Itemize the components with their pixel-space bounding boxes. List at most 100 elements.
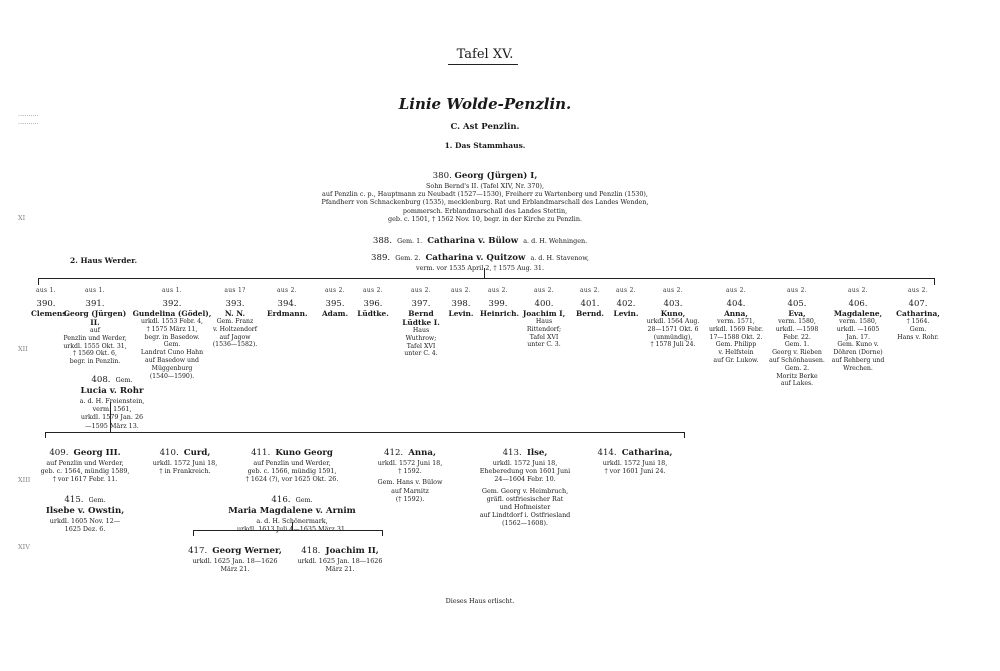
person-detail: † 1575 März 11, [146, 325, 198, 333]
aus-label: aus 2. [363, 287, 383, 294]
person-detail: auf Penzlin und Werder, [46, 459, 124, 467]
page-title: Linie Wolde-Penzlin. [398, 95, 572, 113]
branch-heading: C. Ast Penzlin. [450, 122, 520, 132]
person-detail: auf Lindtdorf i. Ostfriesland [479, 511, 571, 520]
person-number: 398. [451, 299, 471, 309]
person-detail: 24—1604 Febr. 10. [494, 475, 556, 484]
person-detail: † vor 1601 Juni 24. [604, 467, 666, 476]
person-detail: Jan. 17. [846, 333, 870, 341]
ggrandchild-418: 418. Joachim II, urkdl. 1625 Jan. 18—162… [290, 538, 390, 573]
person-detail: geb. c. 1566, mündig 1591, [247, 467, 337, 476]
person-detail: v. Helfstein [718, 349, 754, 357]
person-detail: a. d. H. Freienstein, [79, 397, 145, 405]
person-detail: auf Marnitz [391, 486, 429, 495]
person-detail: Gem. [163, 341, 181, 349]
person-detail: Wrechen. [843, 364, 873, 372]
aus-label: aus 2. [616, 287, 636, 294]
aus-label: aus 2. [580, 287, 600, 294]
person-detail: Landrat Cuno Hahn [140, 349, 204, 357]
plate-label: Tafel XV. [456, 47, 514, 62]
person-detail: verm. 1580, [778, 318, 816, 325]
person-detail: Gem. Georg v. Heimbruch, [481, 486, 569, 495]
child-407: 407.Catharina,† 1564.Gem.Hans v. Rohr. [896, 299, 940, 341]
person-name: Georg Werner, [212, 546, 282, 556]
person-name: Georg (Jürgen) II. [63, 309, 127, 327]
person-detail: Gem. [295, 495, 313, 504]
root-person: 380. Georg (Jürgen) I, Sohn Bernd's II. … [250, 171, 720, 223]
grandchild-413: 413. Ilse, urkdl. 1572 Juni 18, Ehebered… [455, 440, 595, 528]
person-detail: (1540—1590). [149, 372, 195, 380]
plate-underline [448, 64, 518, 65]
grandchildren-bracket [45, 432, 685, 433]
person-detail: † 1624 (?), vor 1625 Okt. 26. [245, 475, 339, 484]
person-detail: a. d. H. Wehningen. [523, 237, 588, 245]
aus-label: aus 1. [162, 287, 182, 294]
person-name: Georg (Jürgen) I, [454, 171, 538, 181]
person-detail: urkdl. 1605 Nov. 12— [49, 516, 121, 525]
person-number: 389. [371, 253, 391, 263]
aus-label: aus 2. [726, 287, 746, 294]
grandchild-410: 410. Curd, urkdl. 1572 Juni 18, † in Fra… [140, 440, 230, 475]
person-detail: geb. c. 1501, † 1562 Nov. 10, begr. in d… [387, 214, 582, 223]
person-detail: urkdl. 1553 Febr. 4, [141, 318, 203, 325]
person-detail: († 1592). [395, 494, 425, 503]
person-number: 418. [301, 546, 321, 556]
child-395: 395.Adam. [317, 299, 353, 318]
person-name: Joachim II, [325, 546, 379, 556]
person-detail: Gem. 2. [395, 254, 421, 262]
person-detail: begr. in Penzlin. [69, 358, 121, 366]
person-name: Kuno Georg [275, 448, 333, 458]
person-number: 415. [64, 494, 84, 505]
person-detail: Gem. 1. [397, 237, 423, 245]
person-number: 414. [597, 448, 617, 458]
person-number: 391. [85, 299, 105, 309]
child-403: 403.Kuno,urkdl. 1564 Aug.28—1571 Okt. 6(… [641, 299, 705, 349]
person-detail: März 21. [220, 565, 250, 574]
aus-label: aus 2. [848, 287, 868, 294]
person-number: 417. [188, 546, 208, 556]
person-number: 405. [787, 299, 807, 309]
person-detail: Gem. 1. [784, 341, 810, 349]
aus-label: aus 2. [451, 287, 471, 294]
person-name: Bernd Lüdtke I. [402, 309, 440, 327]
person-number: 400. [534, 299, 554, 309]
person-detail: (1536—1582). [212, 341, 258, 349]
person-detail: urkdl. 1625 Jan. 18—1626 [297, 557, 383, 565]
person-number: 411. [251, 448, 271, 458]
margin-mark: XIII [18, 476, 31, 484]
person-detail: Tafel XVI [529, 333, 559, 341]
person-detail: Pfandherr von Schnackenburg (1535), meck… [321, 198, 649, 207]
person-detail: Febr. 22. [783, 333, 811, 341]
person-detail: a. d. H. Schönermark, [256, 516, 328, 525]
person-detail: (unmündig), [653, 333, 693, 341]
person-number: 402. [616, 299, 636, 309]
person-detail: auf Lakes. [780, 380, 814, 388]
person-name: Lüdtke. [357, 309, 389, 318]
grandchild-411: 411. Kuno Georg auf Penzlin und Werder, … [222, 440, 362, 533]
person-name: Ilsebe v. Owstin, [45, 505, 125, 516]
person-name: Lucia v. Rohr [80, 386, 144, 396]
margin-mark: XII [18, 345, 28, 353]
person-detail: urkdl. 1572 Juni 18, [377, 459, 443, 467]
spouse-408: 408. Gem. Lucia v. Rohr a. d. H. Freiens… [62, 367, 162, 430]
person-name: Clemens. [31, 309, 70, 318]
child-402: 402.Levin. [610, 299, 642, 318]
person-detail: Tafel XVI [406, 342, 436, 350]
person-name: Kuno, [660, 309, 686, 318]
aus-label: aus 2. [908, 287, 928, 294]
person-detail: urkdl. 1572 Juni 18, [492, 459, 558, 467]
person-detail: begr. in Basedow. [144, 333, 200, 341]
person-detail: auf Jagow [219, 333, 251, 341]
person-detail: Gem. [909, 325, 927, 333]
child-404: 404.Anna,verm. 1571,urkdl. 1569 Febr.17—… [703, 299, 769, 365]
person-name: Georg III. [73, 448, 121, 458]
bracket-end [45, 432, 46, 438]
person-name: Levin. [613, 309, 639, 318]
person-detail: auf Penzlin und Werder, [253, 459, 331, 467]
person-name: Catharina v. Bülow [427, 236, 519, 246]
person-detail: unter C. 3. [527, 341, 561, 349]
